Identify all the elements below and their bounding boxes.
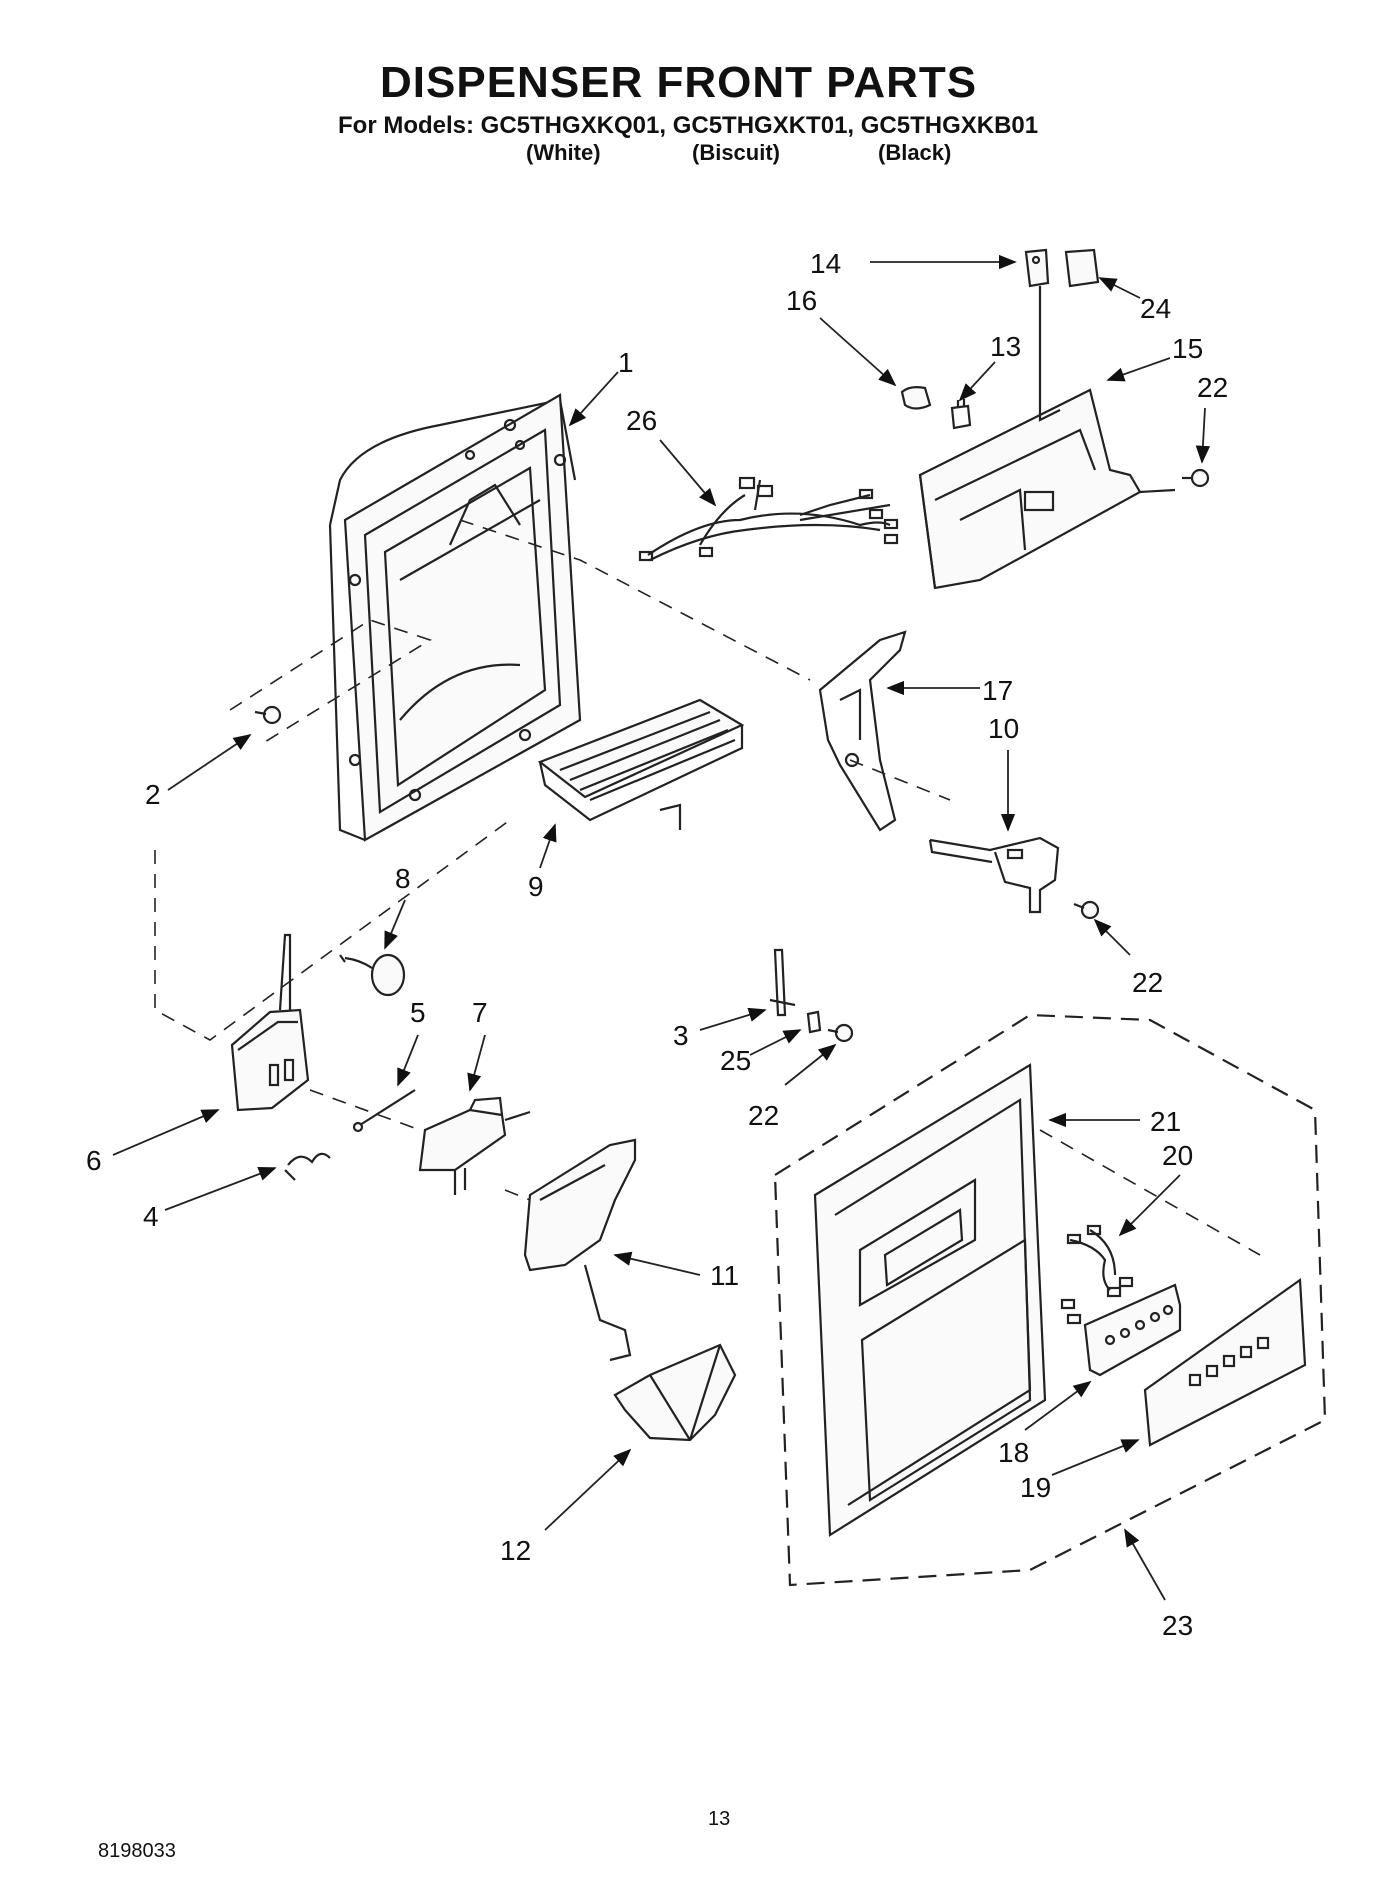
panel-harness-part xyxy=(1060,1224,1134,1325)
callout-8: 8 xyxy=(395,863,411,894)
callout-25: 25 xyxy=(720,1045,751,1076)
solenoid-part xyxy=(339,953,406,997)
wiring-harness-part xyxy=(638,476,899,562)
ice-funnel-part xyxy=(613,1343,737,1442)
actuator-arm-part xyxy=(818,630,907,832)
housing-frame-part xyxy=(328,393,582,842)
model-list: For Models: GC5THGXKQ01, GC5THGXKT01, GC… xyxy=(338,112,1039,139)
callout-6: 6 xyxy=(86,1145,102,1176)
screw-part-22a xyxy=(1182,468,1210,488)
spring-part xyxy=(284,1152,331,1181)
color-white: (White) xyxy=(526,140,601,165)
callout-9: 9 xyxy=(528,871,544,902)
control-board-part xyxy=(1083,1283,1182,1377)
callout-22-right: 22 xyxy=(1132,967,1163,998)
callout-22-top: 22 xyxy=(1197,372,1228,403)
document-number: 8198033 xyxy=(98,1840,176,1862)
callout-13: 13 xyxy=(990,331,1021,362)
callout-21: 21 xyxy=(1150,1106,1181,1137)
front-panel-part xyxy=(813,1063,1047,1537)
clip-part xyxy=(806,1010,822,1034)
page-title: DISPENSER FRONT PARTS xyxy=(380,58,978,107)
callout-26: 26 xyxy=(626,405,657,436)
callout-1: 1 xyxy=(618,347,634,378)
callout-11: 11 xyxy=(710,1260,739,1291)
bracket-part xyxy=(769,948,796,1017)
callout-7: 7 xyxy=(472,997,488,1028)
screw-part-2 xyxy=(254,705,282,725)
module-part xyxy=(230,933,310,1112)
lamp-part xyxy=(900,386,932,410)
callout-12: 12 xyxy=(500,1535,531,1566)
callout-19: 19 xyxy=(1020,1472,1051,1503)
screw-part-22c xyxy=(827,1023,854,1043)
callout-18: 18 xyxy=(998,1437,1029,1468)
lamp-socket-part xyxy=(950,399,972,430)
control-box-part xyxy=(918,388,1176,590)
page-number: 13 xyxy=(708,1808,731,1830)
chute-door-part xyxy=(523,1138,637,1362)
callout-5: 5 xyxy=(410,997,426,1028)
callout-14: 14 xyxy=(810,248,841,279)
switch-part xyxy=(1024,248,1050,395)
lever-part xyxy=(928,836,1060,914)
screw-part-22b xyxy=(1073,900,1100,920)
color-biscuit: (Biscuit) xyxy=(692,140,780,165)
overlay-part xyxy=(1143,1277,1307,1447)
callout-2: 2 xyxy=(145,779,161,810)
insulator-part xyxy=(1064,248,1100,288)
callout-20: 20 xyxy=(1162,1140,1193,1171)
grille-part xyxy=(537,698,745,830)
callout-23: 23 xyxy=(1162,1610,1193,1641)
callout-10: 10 xyxy=(988,713,1019,744)
rod-part xyxy=(352,1089,416,1133)
callout-22-middle: 22 xyxy=(748,1100,779,1131)
damper-part xyxy=(418,1096,531,1195)
callout-17: 17 xyxy=(982,675,1013,706)
callout-16: 16 xyxy=(786,285,817,316)
callout-24: 24 xyxy=(1140,293,1171,324)
color-black: (Black) xyxy=(878,140,952,165)
callout-15: 15 xyxy=(1172,333,1203,364)
callout-3: 3 xyxy=(673,1020,689,1051)
callout-4: 4 xyxy=(143,1201,159,1232)
assembly-boundary xyxy=(773,1013,1327,1587)
